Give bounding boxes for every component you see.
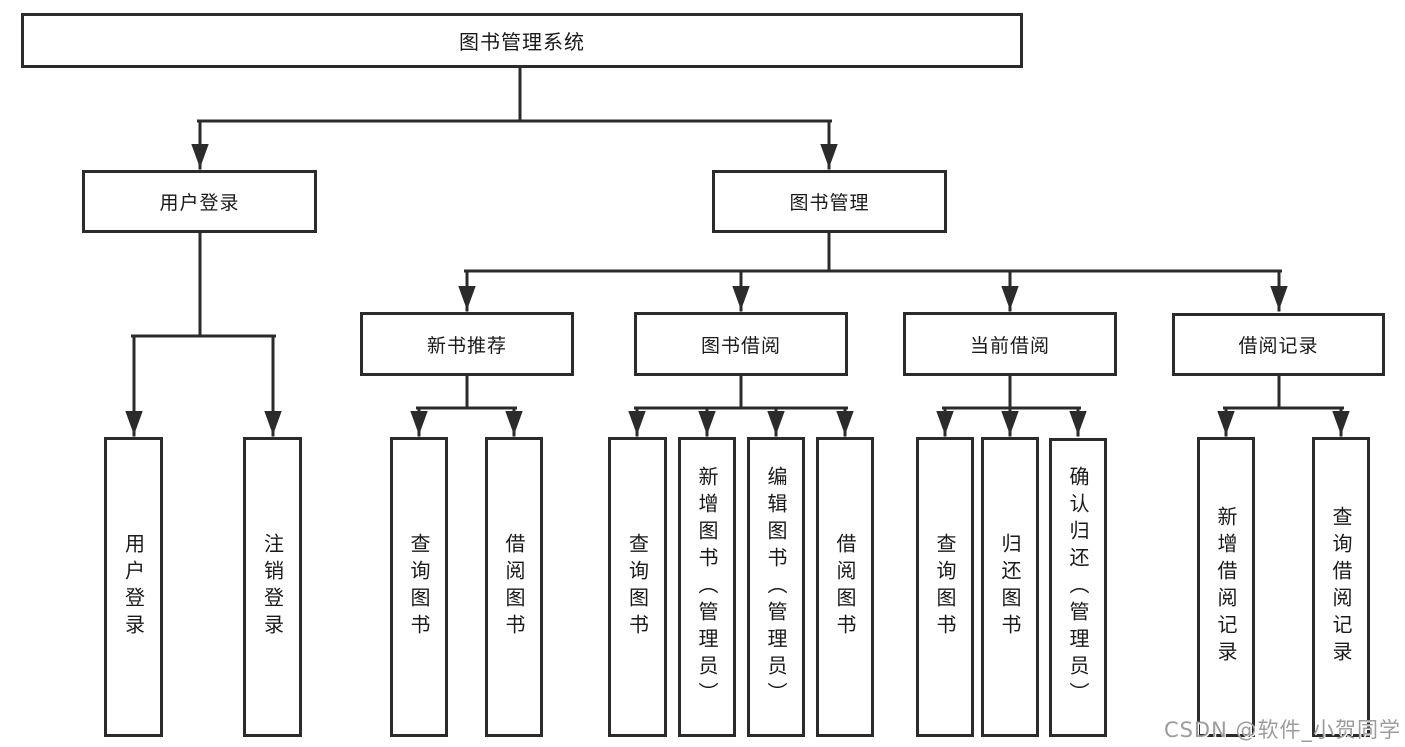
node-leaf-borrow-books-1: 借阅图书 [485, 437, 543, 737]
node-leaf-query-books-1: 查询图书 [390, 437, 448, 737]
node-leaf-query-books-2: 查询图书 [608, 437, 667, 737]
node-book-management: 图书管理 [712, 170, 947, 233]
leaf-label: 查询图书 [407, 533, 431, 641]
node-book-borrow: 图书借阅 [634, 312, 848, 376]
leaf-label: 查询图书 [625, 533, 650, 641]
leaf-label: 借阅图书 [833, 533, 857, 641]
node-leaf-user-login: 用户登录 [104, 437, 163, 737]
node-leaf-borrow-books-2: 借阅图书 [816, 437, 874, 737]
node-leaf-confirm-return-admin: 确认归还（管理员） [1049, 438, 1107, 737]
leaf-label: 用户登录 [121, 533, 146, 641]
node-current-borrow: 当前借阅 [903, 312, 1117, 376]
leaf-label: 查询图书 [933, 533, 957, 641]
node-leaf-logout: 注销登录 [243, 437, 302, 737]
leaf-label: 借阅图书 [502, 533, 526, 641]
leaf-label: 注销登录 [260, 533, 285, 641]
node-user-login: 用户登录 [82, 170, 317, 233]
node-leaf-add-book-admin: 新增图书（管理员） [678, 437, 736, 737]
leaf-label: 查询借阅记录 [1329, 506, 1353, 668]
node-leaf-add-borrow-record: 新增借阅记录 [1197, 437, 1255, 737]
node-leaf-edit-book-admin: 编辑图书（管理员） [747, 437, 805, 737]
csdn-watermark: CSDN @软件_小贺同学 [1163, 718, 1401, 742]
node-root-library-system: 图书管理系统 [21, 13, 1023, 68]
leaf-label: 归还图书 [998, 533, 1022, 641]
node-leaf-query-books-3: 查询图书 [916, 437, 974, 737]
leaf-label: 确认归还（管理员） [1066, 466, 1090, 709]
leaf-label: 编辑图书（管理员） [764, 465, 788, 709]
leaf-label: 新增图书（管理员） [695, 465, 719, 709]
node-new-book-recommend: 新书推荐 [360, 312, 574, 376]
node-leaf-return-book: 归还图书 [981, 437, 1039, 737]
node-leaf-query-borrow-record: 查询借阅记录 [1312, 437, 1370, 737]
leaf-label: 新增借阅记录 [1214, 506, 1238, 668]
node-borrow-records: 借阅记录 [1172, 313, 1385, 376]
